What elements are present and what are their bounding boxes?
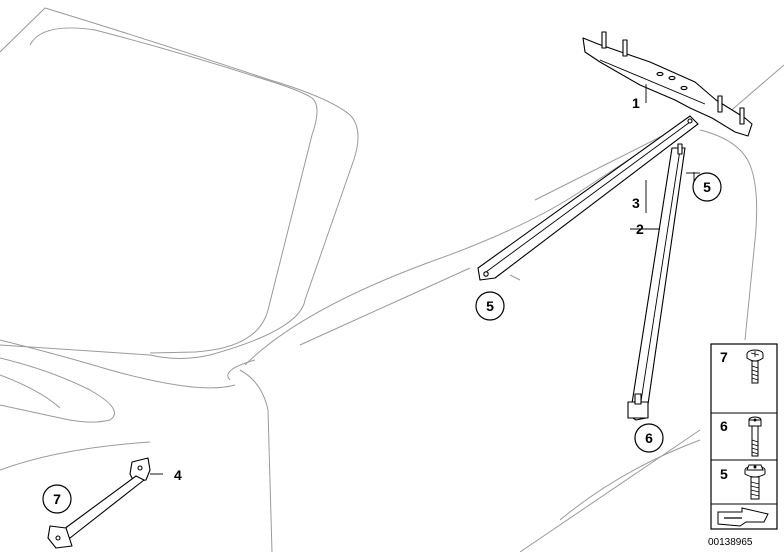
strut-part-2: [627, 143, 686, 421]
strut-part-3: [477, 115, 699, 281]
screw-round-head-icon: [746, 349, 764, 384]
circled-callout-6: 6: [634, 423, 664, 453]
hex-flange-bolt-icon: [744, 464, 766, 500]
collar-bolt-icon: [748, 416, 762, 457]
svg-text:6: 6: [645, 430, 653, 446]
callout-2: 2: [636, 221, 644, 237]
legend-label-6: 6: [720, 418, 728, 434]
callout-1: 1: [632, 95, 640, 111]
callout-4: 4: [174, 467, 182, 483]
body-outline: [0, 7, 784, 553]
bracket-part-1: [582, 31, 753, 137]
circled-callout-5b: 5: [475, 291, 505, 321]
direction-arrow-icon: [717, 507, 769, 527]
svg-text:5: 5: [703, 179, 711, 195]
circled-callout-7: 7: [42, 484, 72, 514]
fastener-legend: 7 6 5: [710, 343, 778, 530]
svg-text:7: 7: [53, 491, 61, 507]
svg-text:5: 5: [486, 298, 494, 314]
circled-callout-5a: 5: [692, 172, 722, 202]
leader-lines: [150, 84, 700, 475]
legend-label-7: 7: [720, 349, 728, 365]
callout-3: 3: [632, 195, 640, 211]
brace-part-4: [47, 457, 151, 549]
legend-label-5: 5: [720, 466, 728, 482]
image-number: 00138965: [708, 537, 753, 548]
